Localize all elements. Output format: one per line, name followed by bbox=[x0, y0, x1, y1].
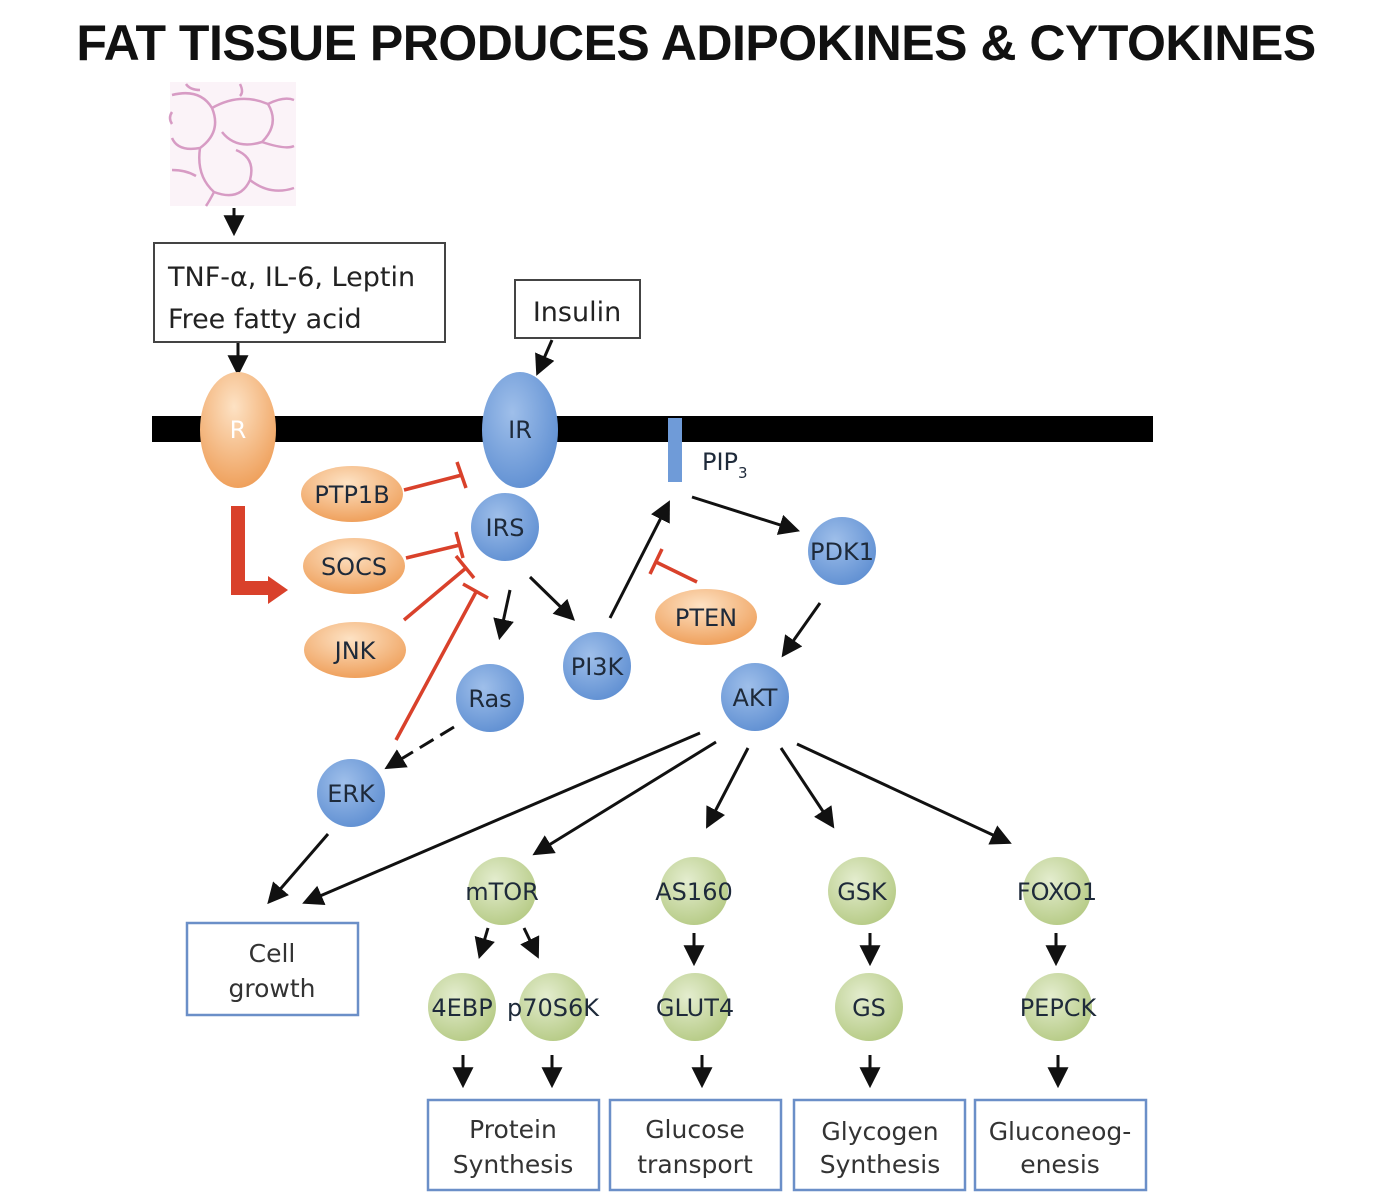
cell-membrane bbox=[152, 416, 1153, 442]
SOCS-label: SOCS bbox=[321, 553, 387, 581]
AS160-label: AS160 bbox=[655, 878, 732, 906]
Ras-label: Ras bbox=[468, 685, 511, 713]
AKT-node bbox=[721, 663, 789, 731]
glucose-transport-line1: Glucose bbox=[645, 1115, 745, 1144]
IRS-label: IRS bbox=[486, 514, 525, 542]
4EBP-label: 4EBP bbox=[431, 994, 492, 1022]
mTOR-node bbox=[468, 857, 536, 925]
PDK1-node bbox=[808, 517, 876, 585]
red-activation-arrow bbox=[231, 506, 272, 595]
IR-receptor bbox=[482, 372, 558, 488]
PTP1B-node bbox=[301, 466, 403, 522]
PEPCK-node bbox=[1024, 973, 1092, 1041]
glycogen-synthesis-box bbox=[792, 1098, 967, 1192]
cell-growth-line1: Cell bbox=[249, 939, 296, 968]
PTEN-label: PTEN bbox=[675, 604, 737, 632]
activation-arrows bbox=[267, 495, 1069, 1089]
glucose-transport-line2: transport bbox=[637, 1150, 753, 1179]
p70S6K-node bbox=[519, 973, 587, 1041]
glycogen-synthesis-line2: Synthesis bbox=[820, 1150, 941, 1179]
ERK-node bbox=[317, 759, 385, 827]
Ras-node bbox=[456, 664, 524, 732]
JNK-node bbox=[304, 622, 406, 678]
FOXO1-node bbox=[1023, 857, 1091, 925]
mTOR-label: mTOR bbox=[465, 878, 539, 906]
glycogen-synthesis-line1: Glycogen bbox=[821, 1117, 938, 1146]
ERK-label: ERK bbox=[327, 780, 376, 808]
protein-synthesis-box bbox=[426, 1098, 601, 1192]
adipose-tissue-image bbox=[168, 82, 296, 207]
GS-label: GS bbox=[852, 994, 886, 1022]
PI3K-node bbox=[563, 632, 631, 700]
PTEN-node bbox=[655, 589, 757, 645]
GS-node bbox=[835, 973, 903, 1041]
gluconeogenesis-box bbox=[973, 1098, 1148, 1192]
PEPCK-label: PEPCK bbox=[1020, 994, 1098, 1022]
PTP1B-label: PTP1B bbox=[314, 481, 389, 509]
page-title: FAT TISSUE PRODUCES ADIPOKINES & CYTOKIN… bbox=[76, 15, 1316, 71]
gluconeogenesis-line1: Gluconeog- bbox=[989, 1117, 1132, 1146]
insulin-box bbox=[514, 279, 641, 339]
cell-growth-box bbox=[185, 921, 360, 1017]
R-label: R bbox=[230, 416, 247, 444]
IRS-node bbox=[471, 493, 539, 561]
PIP3-label: PIP3 bbox=[702, 448, 748, 482]
cell-growth-line2: growth bbox=[229, 974, 316, 1003]
4EBP-node bbox=[428, 973, 496, 1041]
red-arrow-head bbox=[268, 576, 288, 604]
R-receptor bbox=[200, 372, 276, 488]
protein-synthesis-line1: Protein bbox=[469, 1115, 557, 1144]
GSK-node bbox=[828, 857, 896, 925]
cytokine-box bbox=[153, 242, 446, 343]
protein-synthesis-line2: Synthesis bbox=[453, 1150, 574, 1179]
PDK1-label: PDK1 bbox=[810, 538, 874, 566]
gluconeogenesis-line2: enesis bbox=[1020, 1150, 1100, 1179]
inhibition-lines bbox=[394, 461, 698, 741]
GSK-label: GSK bbox=[837, 878, 888, 906]
SOCS-node bbox=[303, 538, 405, 594]
cytokine-label-line1: TNF-α, IL-6, Leptin bbox=[167, 262, 415, 293]
AS160-node bbox=[660, 857, 728, 925]
JNK-label: JNK bbox=[333, 637, 377, 665]
cytokine-label-line2: Free fatty acid bbox=[168, 304, 362, 335]
GLUT4-label: GLUT4 bbox=[656, 994, 734, 1022]
insulin-label: Insulin bbox=[533, 297, 621, 328]
FOXO1-label: FOXO1 bbox=[1017, 878, 1097, 906]
IR-label: IR bbox=[508, 416, 532, 444]
PI3K-label: PI3K bbox=[571, 653, 625, 681]
arrow-insulin-to-IR bbox=[535, 339, 555, 376]
PIP3-marker bbox=[668, 418, 682, 482]
AKT-label: AKT bbox=[733, 684, 778, 712]
GLUT4-node bbox=[661, 973, 729, 1041]
glucose-transport-box bbox=[608, 1098, 783, 1192]
p70S6K-label: p70S6K bbox=[507, 994, 600, 1022]
